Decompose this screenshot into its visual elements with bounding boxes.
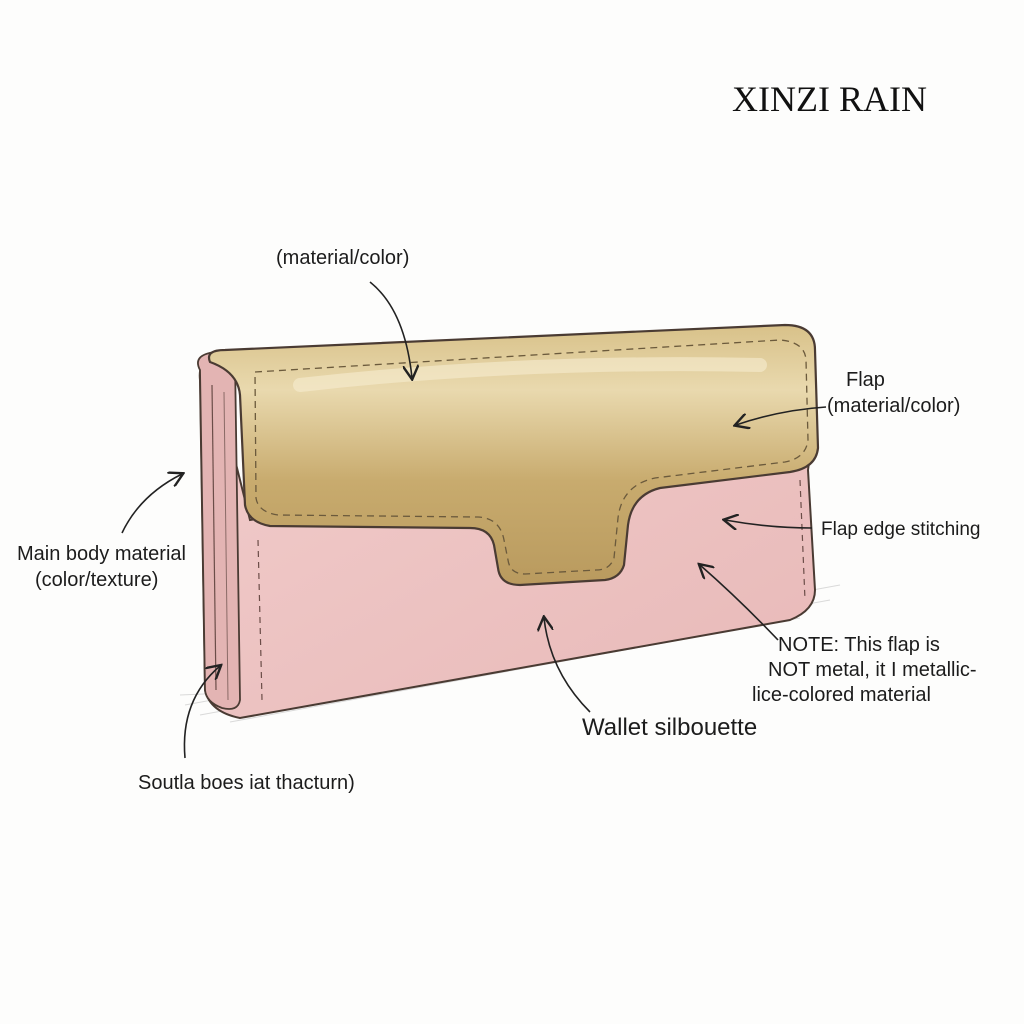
label-flap-title: Flap (846, 369, 885, 391)
label-main-body-1: Main body material (17, 543, 186, 565)
label-main-body-2: (color/texture) (35, 569, 159, 591)
arrow-flap-edge (725, 520, 813, 528)
label-top-material: (material/color) (276, 247, 410, 269)
label-flap: Flap (826, 368, 885, 392)
label-note-1: NOTE: This flap is (778, 634, 940, 656)
arrow-note (700, 565, 779, 641)
wallet-flap (207, 323, 820, 587)
label-note-2: NOT metal, it I metallic- (768, 659, 977, 681)
label-flap-edge-stitching: Flap edge stitching (821, 519, 981, 540)
arrow-flap (736, 406, 827, 425)
arrow-silhouette (544, 618, 591, 713)
arrow-main-body (121, 474, 182, 534)
annotation-arrows (121, 281, 827, 759)
arrow-bottom (183, 666, 220, 759)
label-note-3: lice-colored material (752, 684, 931, 706)
label-silhouette: Wallet silbouette (582, 714, 758, 741)
brand-logo: XINZI RAIN (732, 79, 927, 119)
arrow-top-material (369, 281, 412, 378)
label-flap-sub: (material/color) (827, 395, 961, 417)
label-bottom: Soutla boes iat thacturn) (138, 772, 355, 794)
wallet-side (197, 351, 241, 710)
